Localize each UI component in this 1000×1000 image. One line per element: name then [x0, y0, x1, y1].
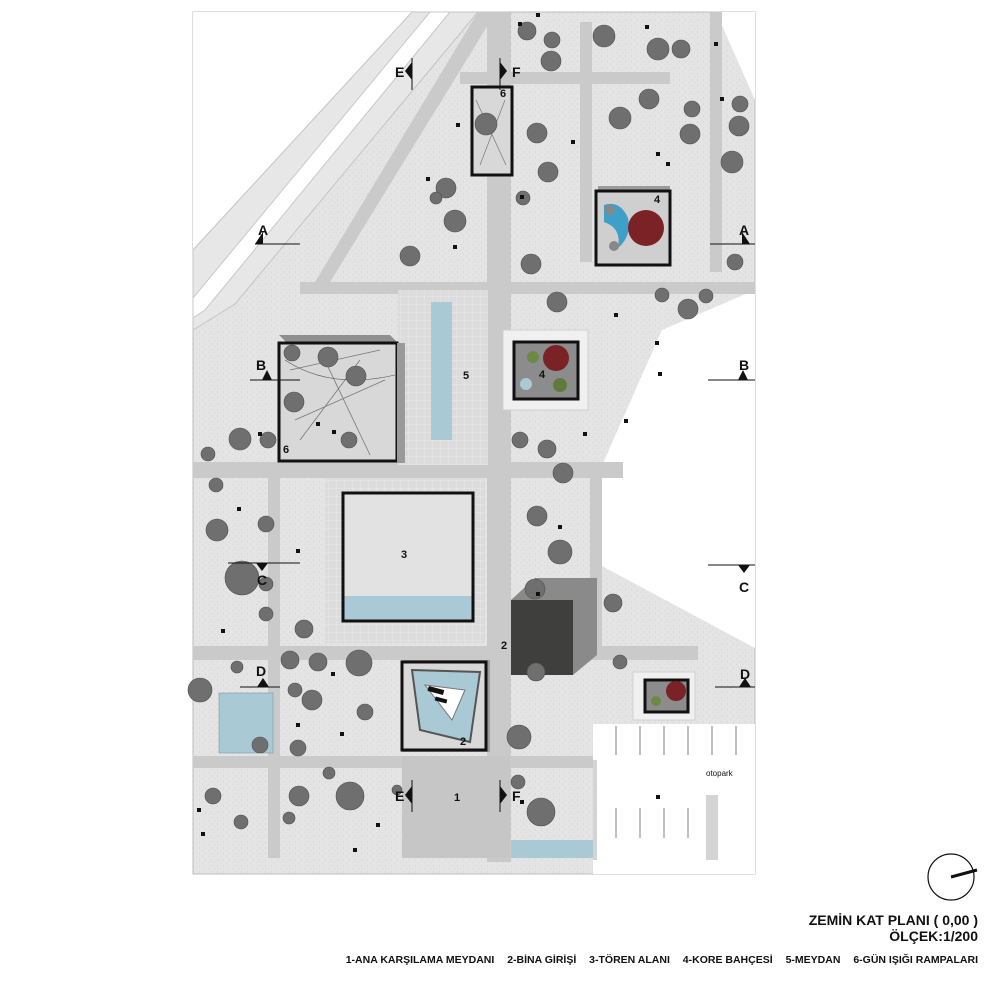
zone-label-5: 5 — [463, 370, 469, 382]
parking-lot — [593, 724, 755, 874]
section-mark-a-left: A — [255, 222, 300, 245]
korean-garden-top — [594, 186, 672, 267]
entrance-building — [511, 578, 597, 675]
parking-label: otopark — [706, 769, 734, 778]
section-mark-e-top: E — [395, 58, 413, 90]
entry-pavilion — [400, 660, 490, 752]
section-markers: A A B B C C D — [228, 58, 755, 812]
legend-item-1: 1-ANA KARŞILAMA MEYDANI — [345, 954, 495, 966]
svg-text:B: B — [739, 357, 749, 373]
site-markers — [197, 13, 724, 852]
plan-scale: ÖLÇEK:1/200 — [889, 928, 978, 944]
section-mark-a-right: A — [710, 222, 755, 245]
trees — [187, 21, 750, 830]
legend-item-5: 5-MEYDAN — [785, 954, 841, 966]
svg-text:C: C — [257, 572, 267, 588]
section-mark-e-bottom: E — [395, 780, 413, 812]
section-mark-c-left: C — [228, 562, 300, 588]
legend-item-2: 2-BİNA GİRİŞİ — [507, 954, 577, 966]
svg-text:A: A — [258, 222, 268, 238]
svg-text:E: E — [395, 788, 404, 804]
zone-label-1: 1 — [454, 792, 460, 804]
zone-label-3: 3 — [401, 549, 407, 561]
zone-label-4-middle: 4 — [539, 369, 546, 381]
section-mark-c-right: C — [708, 564, 755, 595]
legend-item-3: 3-TÖREN ALANI — [589, 954, 670, 966]
zone-label-4-top: 4 — [654, 194, 661, 206]
legend-item-6: 6-GÜN IŞIĞI RAMPALARI — [853, 954, 978, 966]
ceremony-area — [341, 491, 475, 623]
zone-label-6-large: 6 — [283, 444, 289, 456]
plan-title: ZEMİN KAT PLANI ( 0,00 ) — [808, 912, 978, 928]
svg-text:D: D — [256, 663, 266, 679]
korean-garden-bottom — [632, 671, 696, 721]
legend: 1-ANA KARŞILAMA MEYDANI 2-BİNA GİRİŞİ 3-… — [336, 954, 978, 966]
svg-text:A: A — [739, 222, 749, 238]
svg-text:E: E — [395, 64, 404, 80]
svg-text:D: D — [740, 666, 750, 682]
svg-text:F: F — [512, 788, 521, 804]
section-mark-f-top: F — [499, 58, 521, 90]
svg-text:B: B — [256, 357, 266, 373]
section-mark-d-left: D — [240, 663, 280, 688]
welcome-plaza — [402, 756, 510, 858]
zone-label-2-main: 2 — [501, 640, 507, 652]
svg-text:C: C — [739, 579, 749, 595]
korean-garden-middle — [502, 329, 589, 411]
section-mark-f-bottom: F — [499, 780, 521, 812]
title-block: ZEMİN KAT PLANI ( 0,00 ) ÖLÇEK:1/200 1-A… — [336, 912, 978, 966]
legend-item-4: 4-KORE BAHÇESİ — [682, 954, 773, 966]
north-arrow-icon — [927, 853, 978, 901]
section-mark-b-right: B — [708, 357, 755, 381]
svg-text:F: F — [512, 64, 521, 80]
section-mark-d-right: D — [715, 666, 755, 688]
zone-label-2-pavilion: 2 — [460, 736, 466, 748]
zone-label-6-small: 6 — [500, 88, 506, 100]
section-mark-b-left: B — [250, 357, 300, 381]
zone-labels: 1 2 2 3 4 4 5 6 6 otopark — [283, 88, 734, 804]
